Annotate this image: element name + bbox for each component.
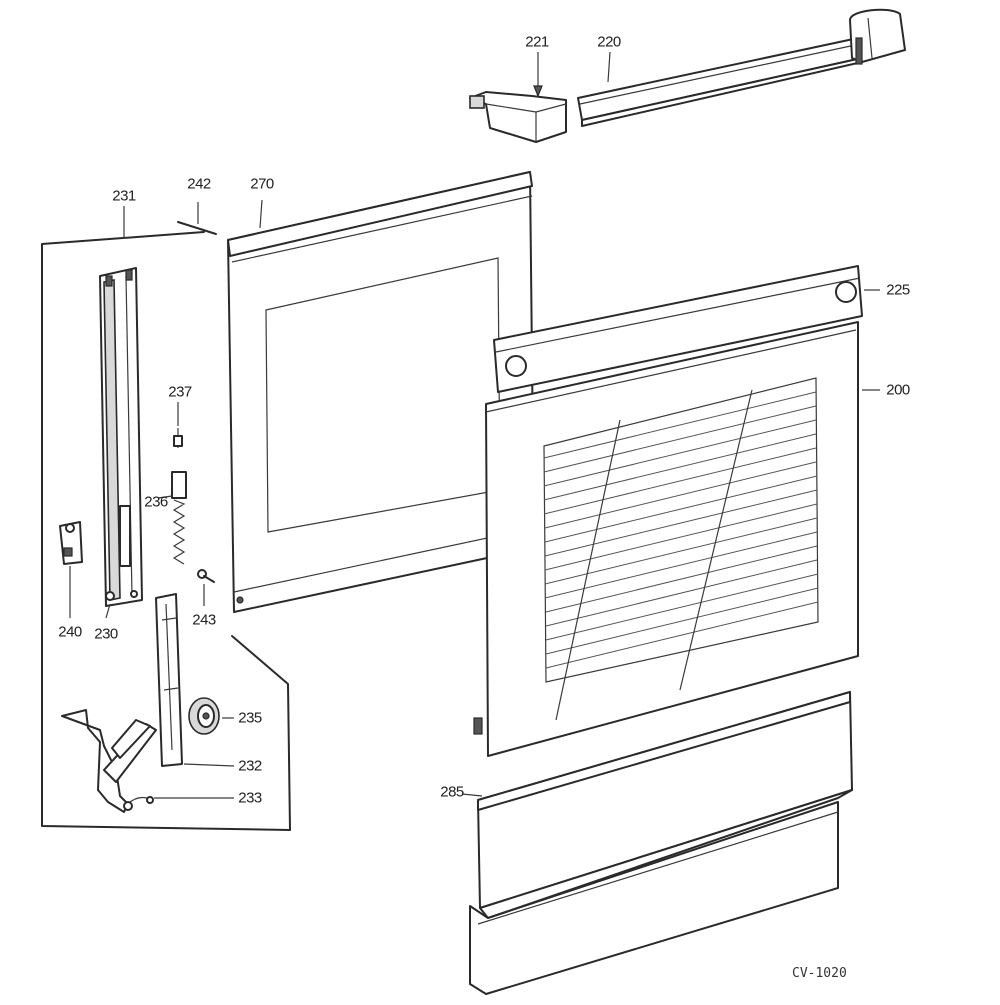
clip-240 (59, 521, 83, 565)
label-part-237: 237 (168, 383, 192, 401)
label-part-221: 221 (525, 33, 549, 51)
label-part-236: 236 (144, 493, 168, 511)
leader-270 (259, 199, 263, 229)
outer-door-200 (473, 265, 863, 757)
label-part-200: 200 (886, 381, 910, 399)
leader-220 (607, 51, 611, 83)
hinge-lever-233 (61, 709, 157, 813)
leader-285 (461, 793, 483, 797)
label-part-232: 232 (238, 757, 262, 775)
hinge-channel-230 (99, 267, 143, 607)
label-part-225: 225 (886, 281, 910, 299)
leader-230 (105, 603, 111, 619)
label-part-240: 240 (58, 623, 82, 641)
label-part-243: 243 (192, 611, 216, 629)
label-part-233: 233 (238, 789, 262, 807)
screw-243 (197, 569, 215, 583)
drawing-code: CV-1020 (792, 966, 847, 981)
hinge-assembly-outline-231 (41, 231, 291, 831)
label-part-242: 242 (187, 175, 211, 193)
label-part-230: 230 (94, 625, 118, 643)
label-part-270: 270 (250, 175, 274, 193)
label-part-235: 235 (238, 709, 262, 727)
kick-panel-285 (469, 691, 853, 995)
end-cap-221 (469, 91, 567, 143)
spring-236 (171, 428, 187, 565)
leader-236 (157, 495, 173, 499)
hinge-arm-232 (155, 593, 183, 767)
label-part-231: 231 (112, 187, 136, 205)
leader-232 (183, 763, 235, 767)
rod-242 (177, 202, 217, 235)
handle-bar-220 (577, 8, 906, 127)
roller-235 (188, 697, 220, 735)
label-part-220: 220 (597, 33, 621, 51)
label-part-285: 285 (440, 783, 464, 801)
